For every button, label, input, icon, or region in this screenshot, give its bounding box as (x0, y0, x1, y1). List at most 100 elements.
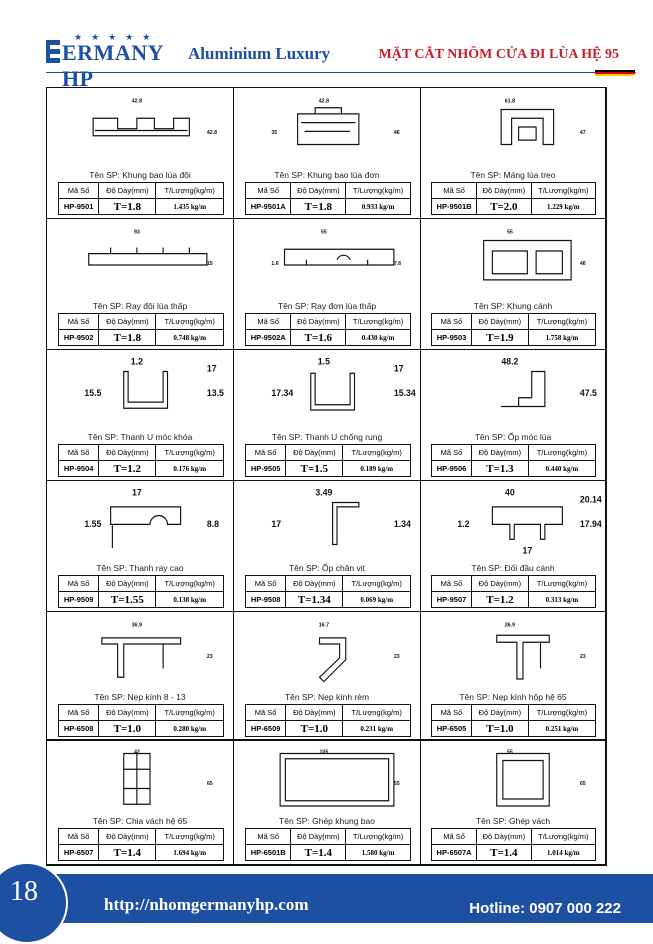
website-link[interactable]: http://nhomgermanyhp.com (104, 895, 309, 914)
product-name: Tên SP: Ghép khung bao (279, 816, 375, 826)
product-thickness: T=1.2 (98, 460, 157, 477)
profile-drawing: 16.723 (318, 623, 400, 683)
product-thickness: T=1.2 (471, 591, 529, 608)
spec-col-weight: T/Lượng(kg/m) (155, 313, 224, 330)
product-name: Tên SP: Khung bao lùa đôi (89, 170, 191, 180)
spec-col-weight: T/Lượng(kg/m) (345, 313, 411, 330)
product-name: Tên SP: Ray đơn lùa thấp (277, 301, 377, 311)
product-name: Tên SP: Máng lùa treo (470, 170, 556, 180)
product-weight: 0.251 kg/m (527, 720, 597, 737)
product-code: HP-9503 (431, 329, 472, 346)
dimension-label: 47.5 (580, 388, 597, 398)
dimension-label: 42.8 (207, 130, 217, 136)
spec-col-thickness: Độ Dày(mm) (285, 444, 344, 461)
dimension-label: 55 (321, 230, 327, 236)
product-code: HP-6507A (430, 844, 478, 861)
product-weight: 0.176 kg/m (155, 460, 224, 477)
product-thickness: T=1.0 (471, 720, 529, 737)
product-name: Tên SP: Nẹp kính hộp hệ 65 (459, 692, 567, 702)
product-weight: 0.069 kg/m (342, 591, 411, 608)
spec-col-code: Mã Số (57, 182, 100, 199)
product-name: Tên SP: Đối đầu cánh (471, 563, 555, 573)
profile-drawing: 557.61.6 (271, 230, 401, 268)
profile-drawing: 36.923 (101, 623, 213, 678)
spec-col-code: Mã Số (244, 182, 292, 199)
product-thickness: T=1.4 (98, 844, 157, 861)
product-weight: 1.229 kg/m (530, 198, 597, 215)
profile-outline (88, 247, 208, 266)
spec-col-code: Mã Số (244, 704, 287, 721)
spec-col-weight: T/Lượng(kg/m) (527, 704, 597, 721)
dimension-label: 17 (271, 519, 281, 529)
spec-col-code: Mã Số (57, 828, 100, 845)
profile-outline (92, 117, 190, 137)
spec-col-thickness: Độ Dày(mm) (98, 182, 157, 199)
dimension-label: 20.14 (580, 495, 602, 505)
profile-outline (101, 637, 182, 678)
spec-col-thickness: Độ Dày(mm) (285, 575, 344, 592)
product-name: Tên SP: Ghép vách (475, 816, 551, 826)
dimension-label: 55 (507, 750, 513, 756)
flag-stripe-red (595, 72, 635, 74)
profile-outline (318, 637, 347, 683)
spec-col-code: Mã Số (431, 444, 472, 461)
dimension-label: 16.7 (319, 623, 329, 629)
profile-drawing: 26.923 (496, 623, 586, 680)
spec-col-code: Mã Số (244, 313, 292, 330)
dimension-label: 65 (580, 781, 586, 787)
profile-outline (123, 752, 151, 805)
spec-col-thickness: Độ Dày(mm) (285, 704, 344, 721)
profile-drawing: 1.213.515.517 (84, 357, 224, 409)
spec-col-thickness: Độ Dày(mm) (471, 444, 529, 461)
product-thickness: T=1.3 (471, 460, 529, 477)
product-weight: 1.580 kg/m (345, 844, 411, 861)
product-weight: 0.280 kg/m (155, 720, 224, 737)
dimension-label: 17.34 (271, 388, 293, 398)
spec-col-thickness: Độ Dày(mm) (476, 828, 532, 845)
page-footer: 18 http://nhomgermanyhp.com Hotline: 090… (0, 862, 653, 944)
german-flag-icon (595, 70, 635, 76)
profile-outline (283, 248, 395, 266)
dimension-label: 17 (132, 488, 142, 498)
dimension-label: 15.5 (84, 388, 101, 398)
product-weight: 0.933 kg/m (345, 198, 411, 215)
profile-drawing: 61.847 (500, 99, 586, 146)
profile-outline (500, 108, 555, 146)
product-code: HP-9505 (244, 460, 287, 477)
profile-outline (332, 501, 360, 546)
product-code: HP-9507 (431, 591, 472, 608)
spec-col-weight: T/Lượng(kg/m) (530, 828, 597, 845)
product-name: Tên SP: Thanh U móc khóa (87, 432, 193, 442)
page-number: 18 (10, 876, 38, 907)
dimension-label: 46 (580, 261, 586, 267)
dimension-label: 17 (394, 364, 404, 374)
dimension-label: 23 (207, 654, 213, 660)
profile-outline (496, 634, 550, 680)
profile-outline (501, 370, 546, 408)
spec-col-code: Mã Số (57, 704, 100, 721)
